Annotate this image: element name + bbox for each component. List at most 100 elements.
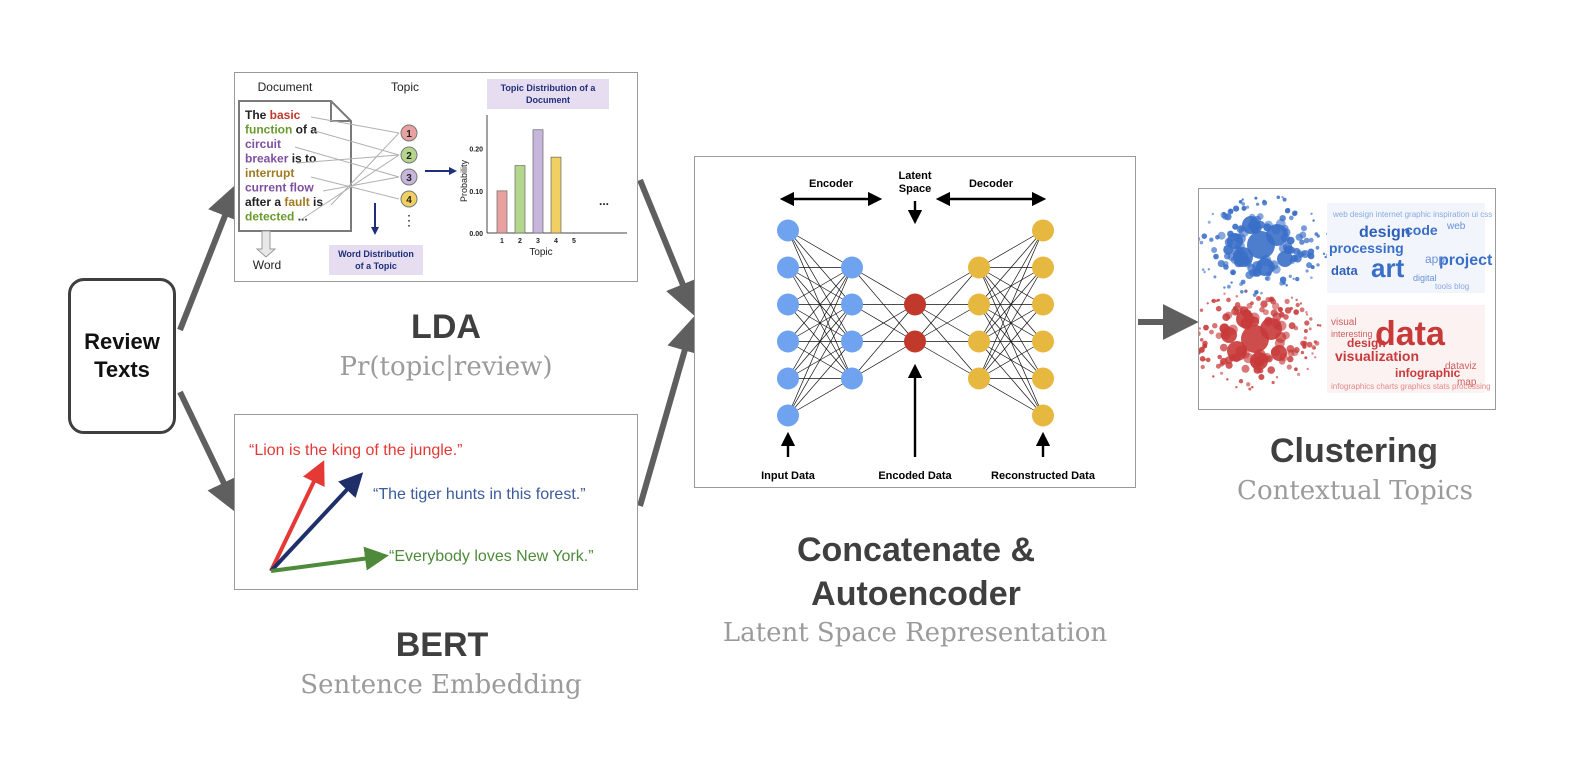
cluster-bubble [1282, 242, 1293, 252]
red-word-2: visualization [1335, 348, 1419, 364]
cluster-bubble [1209, 329, 1214, 335]
doc-line: current flow [245, 181, 314, 195]
cluster-bubble [1270, 309, 1278, 317]
doc-word: fault [284, 195, 309, 209]
cluster-bubble [1314, 341, 1320, 346]
cluster-bubble [1233, 205, 1240, 212]
cluster-bubble [1203, 324, 1209, 331]
network-edge [787, 267, 853, 379]
cluster-bubble [1248, 387, 1252, 391]
encoded-data-label: Encoded Data [878, 470, 952, 482]
svg-text:of a Topic: of a Topic [355, 261, 397, 271]
cluster-bubble [1286, 364, 1292, 370]
cluster-bubble [1211, 299, 1214, 302]
cluster-bubble [1256, 296, 1261, 301]
network-edge [851, 267, 916, 305]
cluster-bubble [1268, 296, 1275, 303]
cluster-bubble [1249, 218, 1257, 226]
cluster-bubble [1292, 277, 1295, 280]
cluster-bubble [1266, 271, 1272, 277]
cluster-bubble [1215, 305, 1222, 312]
cluster-bubble [1270, 347, 1281, 357]
arrow-bert-to-ae [637, 315, 702, 507]
cluster-bubble [1234, 302, 1241, 308]
doc-word: of a [292, 123, 317, 137]
lda-subtitle: Pr(topic|review) [339, 352, 553, 382]
cluster-bubble [1245, 205, 1250, 209]
cluster-bubble [1285, 284, 1288, 287]
cluster-bubble [1258, 374, 1265, 380]
cluster-bubble [1299, 239, 1305, 245]
y-axis-label: Probability [459, 159, 469, 202]
cluster-bubble [1254, 196, 1258, 200]
cluster-bubble [1299, 231, 1307, 239]
cluster-bubble [1227, 230, 1234, 238]
cluster-bubble [1232, 353, 1241, 363]
doc-line: circuit [245, 137, 281, 151]
bert-illustration: “Lion is the king of the jungle.” “The t… [249, 442, 594, 573]
cluster-bubble [1223, 292, 1226, 295]
network-edge [787, 267, 853, 416]
cluster-bubble [1289, 306, 1293, 311]
word-distribution-label: Word Distribution [338, 249, 414, 259]
blue-word-9: app [1425, 252, 1445, 266]
bert-sentence-2: “The tiger hunts in this forest.” [373, 486, 586, 503]
network-node [904, 293, 926, 316]
network-node [968, 367, 990, 390]
cluster-bubble [1310, 265, 1315, 270]
cluster-bubble [1265, 275, 1271, 281]
topic-bar [514, 165, 526, 234]
bert-panel: “Lion is the king of the jungle.” “The t… [234, 414, 638, 590]
doc-word: function [245, 123, 292, 137]
cluster-bubble [1279, 281, 1284, 286]
network-edge [787, 267, 853, 342]
cluster-bubble [1206, 302, 1209, 305]
cluster-bubble [1215, 299, 1218, 303]
doc-word: after a [245, 195, 284, 209]
cluster-bubble [1262, 309, 1269, 316]
network-node [841, 330, 863, 353]
network-edge [787, 230, 853, 268]
cluster-bubble [1275, 376, 1279, 379]
x-tick-label: 4 [554, 238, 558, 245]
cluster-bubble [1199, 356, 1206, 362]
doc-word: breaker [245, 152, 289, 166]
y-tick-label: 0.00 [469, 231, 483, 238]
cluster-bubble [1277, 251, 1293, 267]
topic-bar [550, 156, 562, 234]
cluster-bubble [1260, 291, 1263, 295]
cluster-bubble [1311, 352, 1314, 355]
cluster-bubble [1211, 212, 1214, 216]
red-word-7: dataviz [1445, 361, 1477, 372]
cluster-bubble [1243, 259, 1252, 268]
cluster-bubble [1256, 202, 1260, 206]
doc-line: after a fault is [245, 195, 323, 209]
cluster-bubble [1288, 322, 1296, 330]
cluster-bubble [1217, 354, 1222, 360]
cluster-bubble [1227, 284, 1231, 289]
network-edge [978, 230, 1044, 342]
word-arrow-icon [255, 230, 277, 258]
cluster-bubble [1324, 255, 1327, 259]
cluster-bubble [1280, 233, 1290, 243]
cluster-bubble [1223, 286, 1226, 289]
cluster-bubble [1304, 356, 1308, 360]
cluster-bubble [1238, 200, 1243, 204]
red-cluster [1188, 289, 1322, 391]
cluster-bubble [1250, 301, 1254, 305]
cluster-bubble [1299, 307, 1305, 313]
autoencoder-subtitle: Latent Space Representation [722, 618, 1108, 648]
cluster-bubble [1232, 245, 1244, 258]
network-node [1032, 404, 1054, 427]
cluster-bubble [1219, 323, 1230, 334]
cluster-bubble [1244, 289, 1248, 293]
clustering-title: Clustering [1269, 432, 1439, 470]
bert-vector-3 [270, 546, 389, 573]
cluster-bubble [1203, 270, 1206, 274]
cluster-bubble [1307, 252, 1315, 260]
cluster-bubble [1226, 378, 1229, 381]
topic-node [400, 146, 418, 164]
doc-line: function of a [245, 123, 317, 137]
cluster-bubble [1322, 252, 1326, 255]
